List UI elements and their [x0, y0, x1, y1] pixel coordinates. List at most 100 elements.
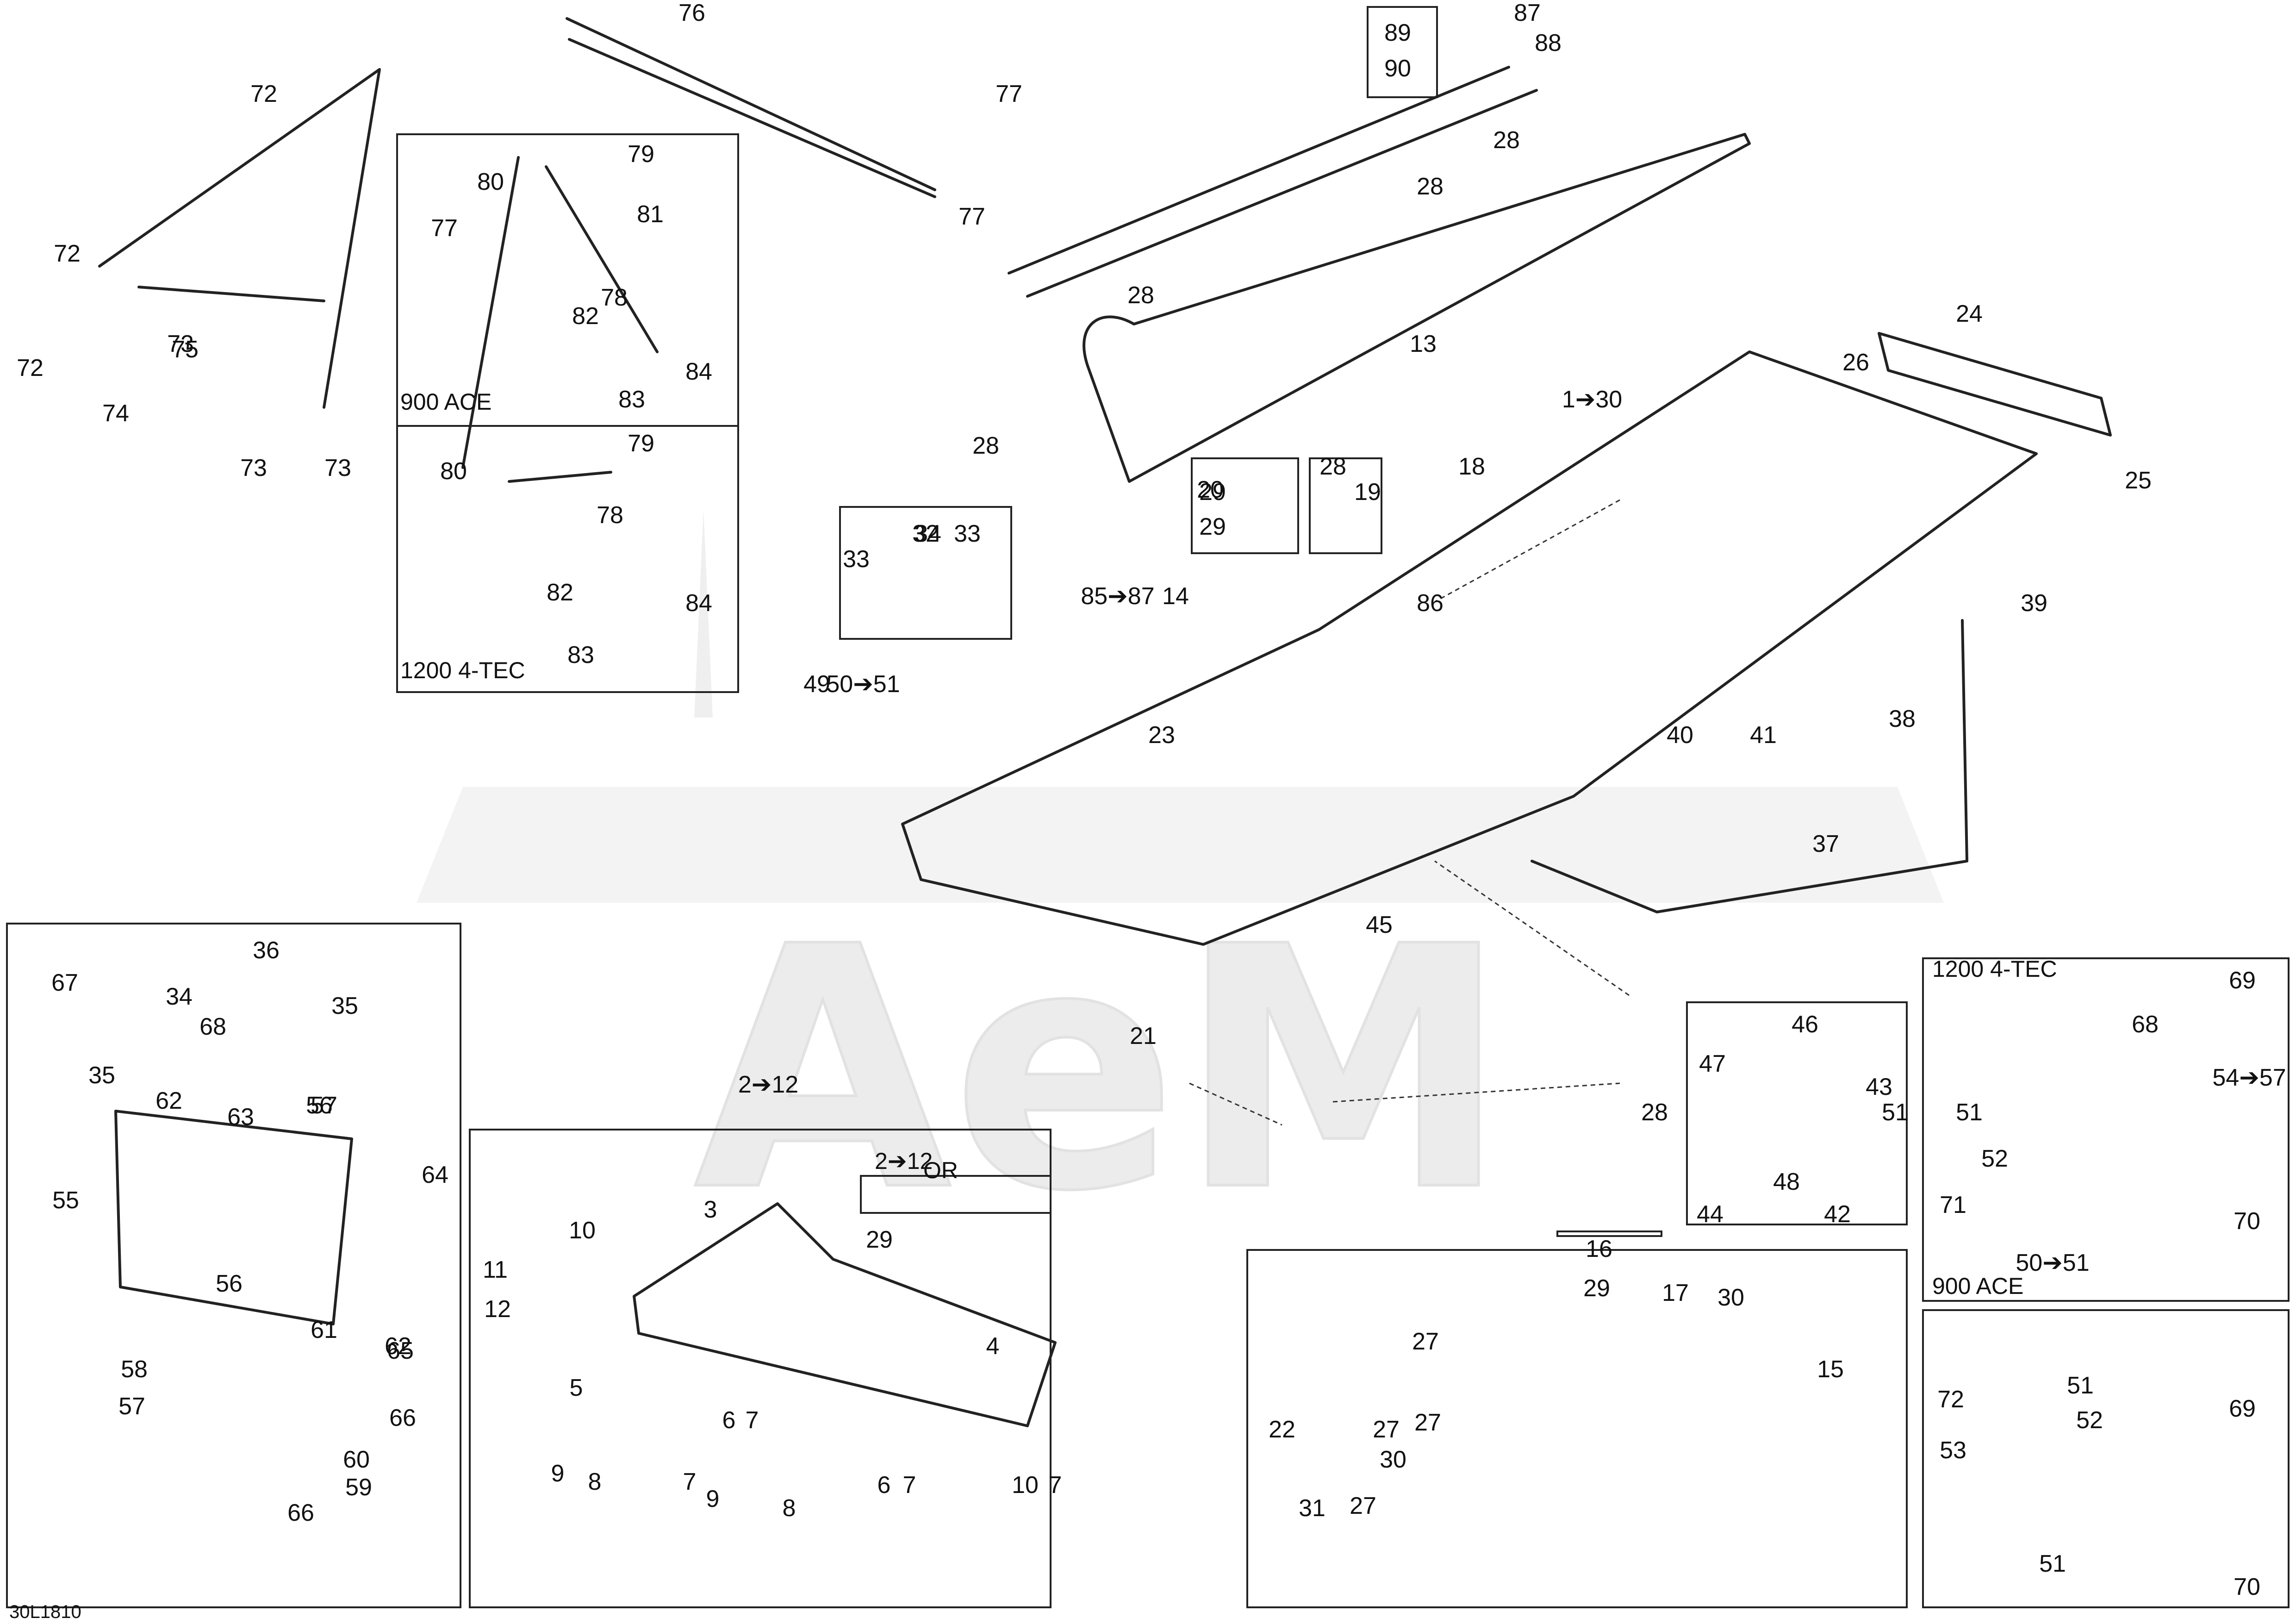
section-box: [1686, 1001, 1908, 1225]
callout-label: 57: [311, 1092, 337, 1119]
callout-label: 31: [1299, 1495, 1325, 1522]
callout-label: 26: [1842, 349, 1869, 376]
callout-label: 61: [311, 1317, 337, 1343]
callout-label: 69: [2229, 1395, 2256, 1422]
callout-label: 29: [1199, 479, 1226, 506]
callout-label: 14: [1162, 583, 1189, 610]
callout-label: 73: [324, 455, 351, 481]
callout-label: 69: [2229, 967, 2256, 994]
callout-label: 47: [1699, 1050, 1726, 1077]
callout-label: 28: [972, 432, 999, 459]
section-box: [1191, 457, 1299, 554]
callout-label: 49: [803, 671, 830, 698]
callout-label: 90: [1384, 55, 1411, 82]
callout-label: 42: [1824, 1201, 1851, 1228]
callout-label: 70: [2234, 1574, 2260, 1600]
callout-label: 9: [551, 1460, 565, 1487]
section-box: [1309, 457, 1382, 554]
callout-label: 73: [240, 455, 267, 481]
callout-label: 75: [172, 336, 199, 363]
callout-label: 55: [52, 1187, 79, 1214]
callout-label: 51: [2039, 1550, 2066, 1577]
callout-label: 5: [570, 1374, 583, 1401]
callout-label: 80: [477, 169, 504, 195]
callout-label: 67: [51, 969, 78, 996]
callout-label: 4: [986, 1333, 1000, 1360]
callout-label: 50➔51: [826, 671, 900, 698]
callout-label: 30: [1380, 1446, 1406, 1473]
callout-label: 36: [253, 937, 280, 964]
callout-label: 73: [167, 331, 194, 357]
callout-label: 33: [954, 520, 981, 547]
callout-label: 76: [678, 0, 705, 26]
callout-label: 29: [1583, 1275, 1610, 1302]
callout-label: 50➔51: [2016, 1249, 2089, 1276]
section-box: [469, 1129, 1052, 1608]
callout-label: 77: [996, 81, 1022, 107]
callout-label: 19: [1354, 479, 1381, 506]
callout-label: 12: [484, 1296, 511, 1323]
section-box: [396, 425, 739, 693]
section-box: [1246, 1249, 1908, 1608]
callout-label: 62: [385, 1333, 411, 1360]
section-heading: 900 ACE: [1932, 1273, 2023, 1299]
callout-label: 65: [387, 1337, 414, 1364]
section-heading: 1200 4-TEC: [1932, 956, 2057, 982]
callout-label: 72: [250, 81, 277, 107]
callout-label: 18: [1458, 453, 1485, 480]
callout-label: 25: [2125, 467, 2152, 494]
callout-label: 77: [958, 203, 985, 230]
callout-label: 7: [746, 1407, 759, 1434]
callout-label: 7: [903, 1472, 916, 1499]
callout-label: 56: [216, 1270, 243, 1297]
callout-label: 72: [17, 355, 44, 381]
callout-label: 6: [722, 1407, 736, 1434]
callout-label: 28: [1319, 453, 1346, 480]
callout-label: 62: [156, 1087, 182, 1114]
callout-label: 45: [1366, 912, 1393, 938]
callout-label: 77: [431, 215, 458, 242]
part-engine-support: [114, 1110, 353, 1325]
callout-label: 53: [1940, 1437, 1966, 1464]
section-heading: 2➔12: [875, 1148, 933, 1174]
callout-label: 81: [637, 201, 664, 228]
callout-label: 32: [912, 520, 939, 547]
callout-label: 78: [597, 502, 623, 529]
callout-label: 16: [1586, 1236, 1612, 1262]
callout-label: 29: [866, 1226, 893, 1253]
section-heading: OR: [923, 1157, 958, 1183]
callout-label: 68: [2132, 1011, 2159, 1038]
section-box: [1922, 1309, 2290, 1608]
callout-label: 2➔12: [738, 1071, 798, 1098]
callout-label: 10: [569, 1217, 596, 1244]
callout-label: 51: [2067, 1372, 2094, 1399]
callout-label: 34: [166, 983, 193, 1010]
callout-label: 46: [1792, 1011, 1818, 1038]
callout-label: 79: [628, 141, 654, 168]
callout-label: 74: [102, 400, 129, 427]
callout-label: 40: [1667, 722, 1693, 749]
callout-label: 58: [121, 1356, 148, 1383]
callout-label: 13: [1410, 331, 1437, 357]
callout-label: 51: [1956, 1099, 1983, 1126]
callout-label: 10: [1012, 1472, 1039, 1499]
callout-label: 68: [199, 1013, 226, 1040]
part-steering-support-tube: [566, 17, 936, 198]
callout-label: 79: [628, 430, 654, 457]
callout-label: 80: [440, 458, 467, 485]
callout-label: 59: [345, 1474, 372, 1501]
callout-label: 83: [567, 642, 594, 668]
callout-label: 29: [1199, 513, 1226, 540]
callout-label: 48: [1773, 1168, 1800, 1195]
callout-label: 64: [422, 1162, 448, 1188]
section-boxes: [6, 6, 2290, 1608]
callout-label: 70: [2234, 1208, 2260, 1235]
watermark-logo: AeM: [694, 876, 1509, 1264]
callout-label: 57: [118, 1393, 145, 1420]
section-heading: 1200 4-TEC: [400, 657, 525, 683]
callout-label: 44: [1697, 1201, 1724, 1228]
callout-label: 56: [306, 1092, 333, 1119]
callout-label: 84: [685, 590, 712, 617]
